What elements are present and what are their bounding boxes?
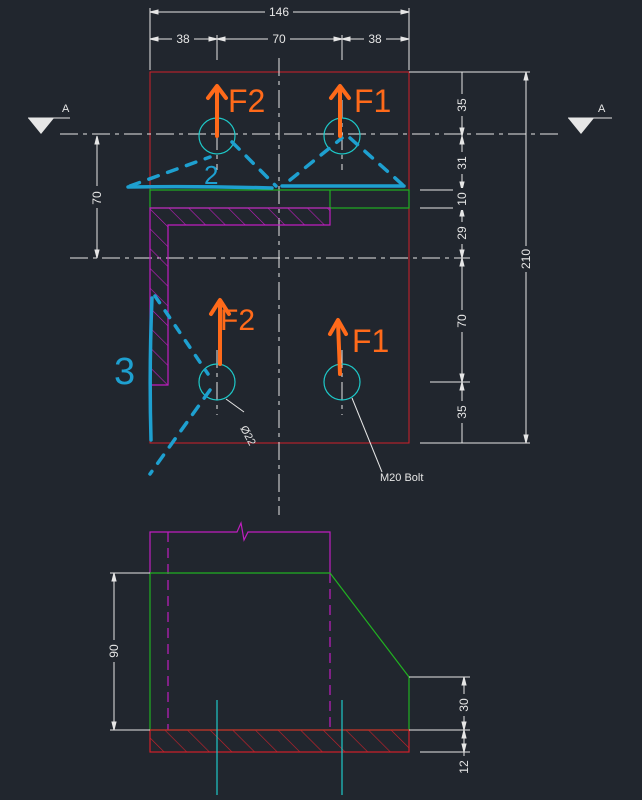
force-label-f1-bottom: F1: [352, 323, 389, 359]
dim-right-3: 10: [455, 192, 469, 206]
weld-label-3: 3: [114, 351, 135, 393]
dim-right-2: 31: [455, 156, 469, 170]
bolt-label: M20 Bolt: [380, 472, 423, 484]
section-marker-right: A: [568, 103, 612, 134]
weld-label-2: 2: [204, 160, 218, 190]
dim-overall-width: 146: [269, 5, 289, 19]
dim-vertical-offset: 70: [90, 191, 104, 205]
force-arrows: [206, 84, 351, 376]
leaders: [225, 397, 383, 473]
dim-right-5: 70: [455, 314, 469, 328]
dim-right-offset: 38: [368, 32, 382, 46]
center-lines: [60, 58, 560, 515]
dim-chamfer-height: 30: [457, 698, 471, 712]
dim-total-height: 210: [519, 249, 533, 269]
dim-side-height: 90: [107, 644, 121, 658]
dim-base-thickness: 12: [457, 760, 471, 774]
dim-right-1: 35: [455, 98, 469, 112]
force-label-f2-top: F2: [228, 83, 265, 119]
force-label-f2-bottom: F2: [220, 304, 255, 337]
dim-left-offset: 38: [176, 32, 190, 46]
dim-bolt-spacing: 70: [272, 32, 286, 46]
hatched-web: [149, 207, 331, 386]
force-label-f1-top: F1: [354, 83, 391, 119]
section-label-left: A: [62, 103, 70, 115]
side-view: [149, 520, 410, 795]
section-marker-left: A: [28, 103, 70, 134]
section-label-right: A: [598, 103, 606, 115]
hole-diameter-label: Ø22: [237, 424, 257, 448]
dim-right-4: 29: [455, 226, 469, 240]
dim-right-6: 35: [455, 405, 469, 419]
weld-annotations: [126, 136, 406, 476]
